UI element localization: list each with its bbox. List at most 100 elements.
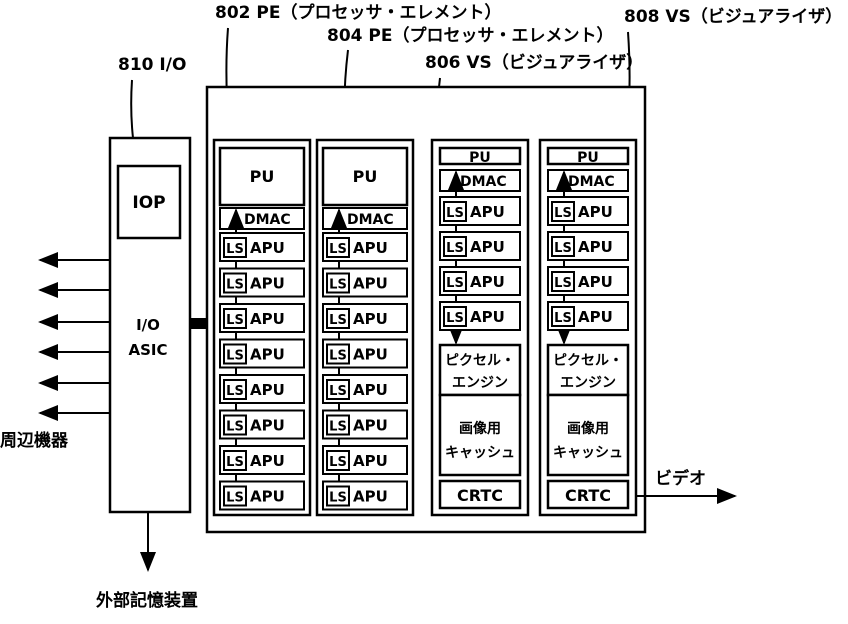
ls-box: [443, 306, 467, 327]
ls-box: [551, 271, 575, 292]
ls-box: [223, 308, 247, 329]
image-cache-label-2: キャッシュ: [553, 445, 623, 461]
ls-label: LS: [329, 242, 347, 257]
pu-label: PU: [353, 167, 378, 186]
apu-label: APU: [578, 273, 613, 291]
image-cache-box: [438, 393, 522, 477]
apu-row: [439, 266, 521, 296]
apu-label: APU: [578, 308, 613, 326]
apu-label: APU: [250, 488, 285, 506]
pixel-engine-box: [438, 343, 522, 397]
crtc-label: CRTC: [457, 486, 503, 505]
external-storage-label: 外部記憶装置: [96, 590, 198, 611]
ls-label: LS: [226, 278, 244, 293]
label-pe-804: 804 PE（プロセッサ・エレメント）: [327, 25, 613, 46]
iop-label: IOP: [132, 193, 165, 213]
pu-label: PU: [469, 150, 491, 166]
apu-label: APU: [470, 308, 505, 326]
ls-label: LS: [226, 384, 244, 399]
ls-box: [326, 450, 350, 471]
apu-label: APU: [353, 381, 388, 399]
io-asic-label-2: ASIC: [128, 341, 167, 359]
ls-box: [443, 271, 467, 292]
apu-label: APU: [250, 275, 285, 293]
pu-box: [218, 146, 306, 207]
ls-box: [326, 237, 350, 258]
apu-label: APU: [578, 203, 613, 221]
image-cache-label-1: 画像用: [567, 420, 609, 437]
leader-810: [130, 79, 134, 139]
image-cache-label-2: キャッシュ: [445, 445, 515, 461]
ls-label: LS: [554, 206, 572, 221]
ls-label: LS: [329, 313, 347, 328]
apu-label: APU: [250, 452, 285, 470]
apu-label: APU: [353, 452, 388, 470]
apu-label: APU: [250, 239, 285, 257]
video-label: ビデオ: [655, 468, 706, 489]
ls-label: LS: [329, 455, 347, 470]
ls-label: LS: [446, 276, 464, 291]
ls-box: [223, 237, 247, 258]
pu-label: PU: [577, 150, 599, 166]
pixel-engine-label-2: エンジン: [560, 375, 616, 391]
dmac-label: DMAC: [460, 174, 507, 190]
ls-box: [551, 306, 575, 327]
image-cache-label-1: 画像用: [459, 420, 501, 437]
ls-box: [223, 450, 247, 471]
ls-label: LS: [446, 206, 464, 221]
ls-label: LS: [329, 278, 347, 293]
peripheral-arrows: [38, 252, 110, 421]
ls-label: LS: [226, 491, 244, 506]
label-pe-802: 802 PE（プロセッサ・エレメント）: [215, 2, 501, 23]
ls-box: [443, 201, 467, 222]
ls-label: LS: [554, 276, 572, 291]
ls-box: [326, 414, 350, 436]
apu-label: APU: [470, 238, 505, 256]
ls-box: [223, 379, 247, 400]
pu-box: [546, 146, 630, 166]
dmac-label: DMAC: [347, 212, 394, 228]
ls-box: [326, 272, 350, 294]
apu-label: APU: [470, 273, 505, 291]
ls-label: LS: [554, 241, 572, 256]
apu-label: APU: [353, 239, 388, 257]
ls-label: LS: [329, 420, 347, 435]
crtc-box: [438, 479, 522, 510]
ls-box: [223, 343, 247, 365]
apu-label: APU: [250, 310, 285, 328]
pixel-engine-label-1: ピクセル・: [553, 353, 623, 369]
ls-label: LS: [446, 241, 464, 256]
label-vs-806: 806 VS（ビジュアライザ）: [425, 52, 643, 73]
ls-box: [326, 308, 350, 329]
ls-box: [326, 485, 350, 507]
apu-label: APU: [250, 417, 285, 435]
pu-box: [438, 146, 522, 166]
peripherals-label: 周辺機器: [0, 430, 69, 451]
apu-label: APU: [353, 346, 388, 364]
ls-label: LS: [329, 384, 347, 399]
pu-label: PU: [250, 167, 275, 186]
label-vs-808: 808 VS（ビジュアライザ）: [624, 6, 842, 27]
ls-label: LS: [446, 311, 464, 326]
ls-box: [551, 201, 575, 222]
ls-box: [223, 272, 247, 294]
label-io-810: 810 I/O: [118, 55, 186, 75]
ls-label: LS: [329, 491, 347, 506]
apu-label: APU: [353, 417, 388, 435]
bus-connector: [190, 318, 207, 329]
dmac-label: DMAC: [244, 212, 291, 228]
iop-box: [116, 164, 182, 240]
ls-label: LS: [226, 313, 244, 328]
apu-label: APU: [353, 310, 388, 328]
apu-label: APU: [353, 488, 388, 506]
pixel-engine-label-2: エンジン: [452, 375, 508, 391]
ls-box: [326, 379, 350, 400]
dmac-label: DMAC: [568, 174, 615, 190]
ls-label: LS: [226, 420, 244, 435]
crtc-box: [546, 479, 630, 510]
